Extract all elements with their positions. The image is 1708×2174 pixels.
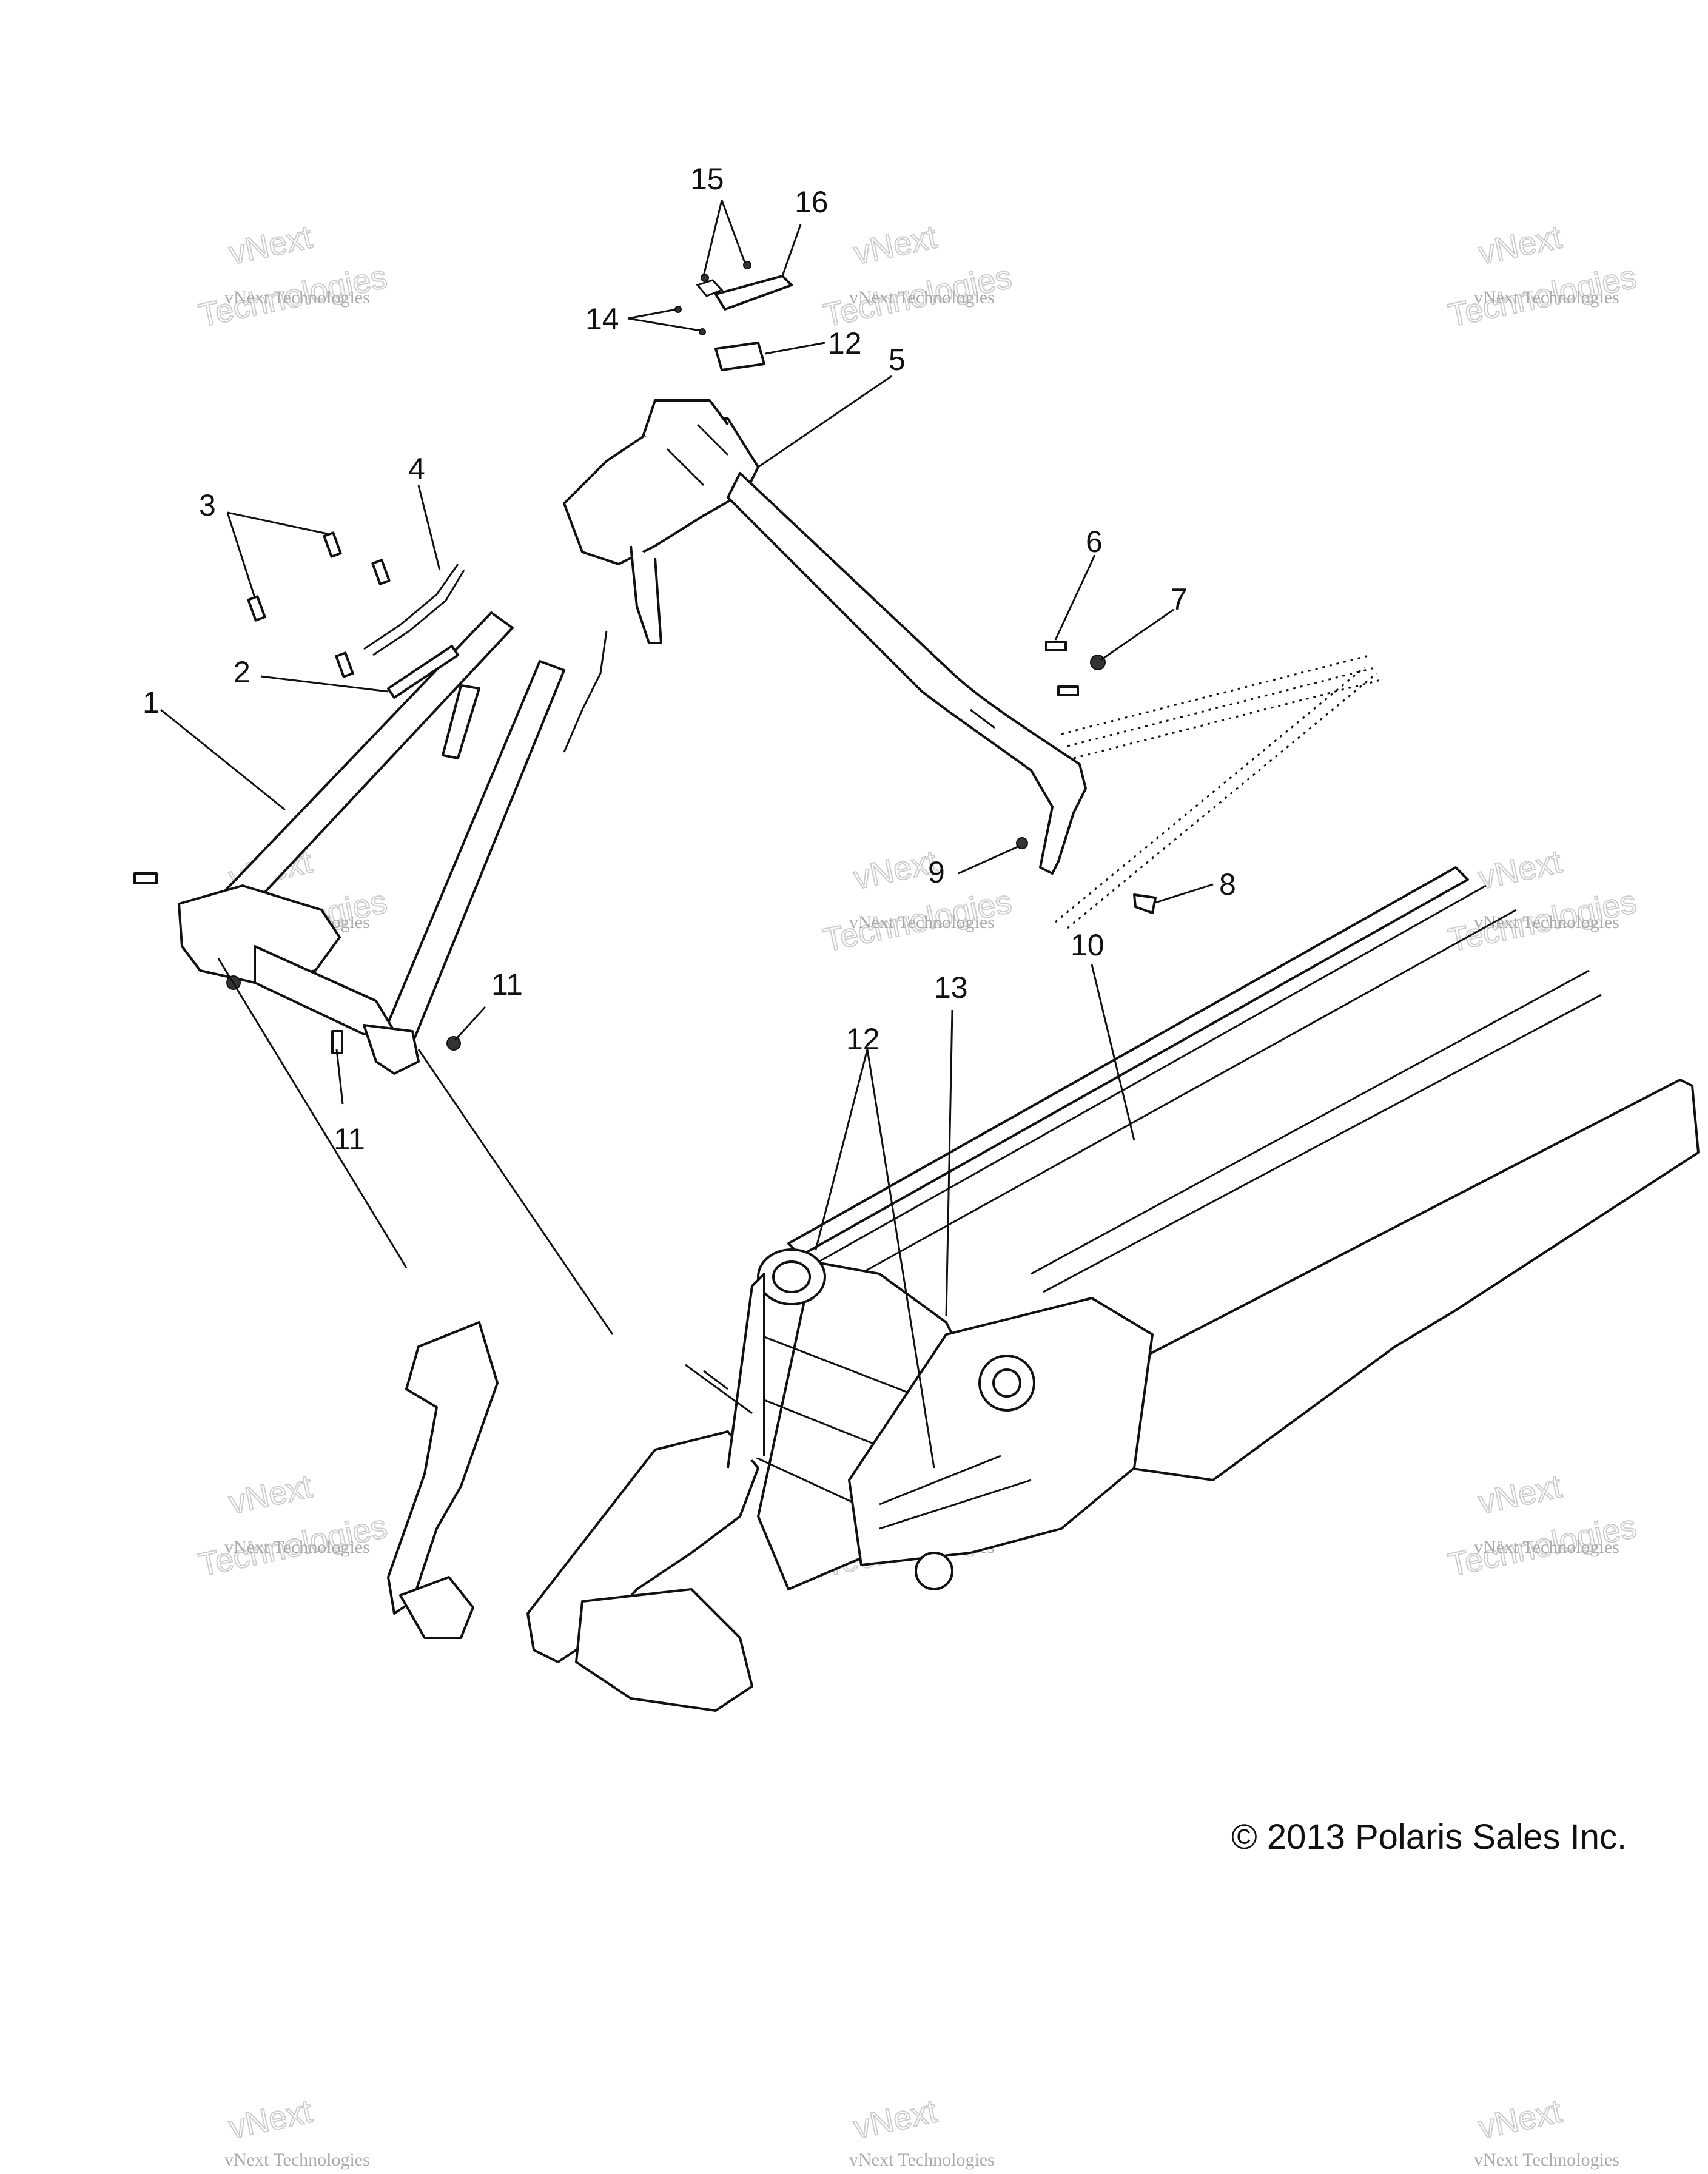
callout-11: 11 (334, 1122, 365, 1156)
svg-text:vNext Technologies: vNext Technologies (849, 912, 995, 932)
part-7-nut (1090, 655, 1106, 670)
part-5-steering-post (563, 399, 1087, 875)
part-1-steering-arm-assembly (133, 611, 565, 1075)
part-3-bolt (323, 531, 342, 558)
top-bracket-assembly (674, 261, 793, 371)
svg-text:vNext Technologies: vNext Technologies (1474, 288, 1619, 308)
watermark: vNext Technologies vNext Technologies (195, 1467, 391, 1584)
svg-text:vNext Technologies: vNext Technologies (1474, 2150, 1619, 2170)
part-10-tunnel-rails (787, 654, 1700, 1481)
frame-bottom-foot (399, 1576, 474, 1639)
part-6-bolt (1045, 641, 1067, 651)
part-15-screw (701, 274, 709, 282)
harness-and-bolts (247, 531, 608, 753)
svg-text:vNext Technologies: vNext Technologies (224, 2150, 370, 2170)
callout-labels: 15 16 14 12 3 4 5 6 7 2 1 9 8 10 13 11 1… (143, 162, 1236, 1156)
copyright-notice: © 2013 Polaris Sales Inc. (1231, 1817, 1627, 1857)
part-4-harness (563, 630, 608, 753)
part-12-decal (714, 342, 765, 371)
part-3-bolt (335, 651, 354, 678)
callout-11: 11 (491, 968, 523, 1001)
svg-text:vNext Technologies: vNext Technologies (849, 288, 995, 308)
svg-text:vNext Technologies: vNext Technologies (1474, 912, 1619, 932)
watermark: vNext Technologies vNext Technologies (1444, 1467, 1640, 1584)
svg-text:vNext: vNext (1475, 218, 1565, 271)
watermark: vNext vNext Technologies (224, 2092, 370, 2170)
watermark: vNext Technologies vNext Technologies (819, 218, 1015, 334)
part-8-clip (1133, 893, 1157, 914)
watermark: vNext vNext Technologies (849, 2092, 995, 2170)
part-6-bolt (1057, 685, 1079, 696)
svg-text:vNext: vNext (850, 2093, 940, 2145)
watermarks: vNext Technologies vNext Technologies vN… (195, 218, 1640, 2170)
callout-12: 12 (828, 326, 862, 360)
part-9-fastener (1016, 837, 1028, 849)
part-11-nut (446, 1036, 461, 1051)
chassis-frame (387, 1273, 1154, 1712)
svg-text:vNext Technologies: vNext Technologies (224, 288, 370, 308)
part-4-harness (372, 570, 465, 656)
callout-12: 12 (846, 1022, 880, 1056)
part-15-screw (743, 261, 751, 269)
svg-text:vNext: vNext (1475, 2093, 1565, 2145)
svg-text:vNext: vNext (1475, 1468, 1565, 1521)
callout-15: 15 (690, 162, 724, 196)
svg-text:vNext Technologies: vNext Technologies (224, 1537, 370, 1557)
part-14-clip (699, 328, 706, 335)
part-3-bolt (247, 595, 266, 622)
watermark: vNext vNext Technologies (1474, 2092, 1619, 2170)
part-4-harness (363, 564, 459, 650)
callout-8: 8 (1219, 867, 1236, 901)
svg-text:vNext Technologies: vNext Technologies (1474, 1537, 1619, 1557)
callout-10: 10 (1071, 928, 1104, 962)
callout-14: 14 (585, 302, 619, 336)
part-11-bolt (133, 872, 158, 884)
callout-1: 1 (143, 685, 160, 719)
callout-13: 13 (934, 971, 968, 1005)
watermark: vNext Technologies vNext Technologies (195, 218, 391, 334)
svg-text:vNext Technologies: vNext Technologies (849, 2150, 995, 2170)
callout-16: 16 (795, 185, 829, 219)
part-16-bracket (714, 275, 793, 311)
svg-text:vNext: vNext (850, 843, 940, 896)
callout-5: 5 (889, 343, 906, 377)
watermark: vNext Technologies vNext Technologies (1444, 218, 1640, 334)
leader-lines (160, 200, 1214, 1469)
svg-text:vNext: vNext (226, 218, 315, 271)
callout-2: 2 (234, 655, 250, 689)
svg-text:vNext: vNext (850, 218, 940, 271)
fasteners (1016, 641, 1157, 914)
part-16-bracket-tab (696, 279, 724, 297)
callout-9: 9 (928, 855, 945, 889)
watermark: vNext Technologies vNext Technologies (1444, 843, 1640, 959)
callout-4: 4 (408, 452, 425, 486)
svg-text:vNext: vNext (226, 2093, 315, 2145)
callout-6: 6 (1086, 525, 1103, 559)
svg-text:vNext: vNext (1475, 843, 1565, 896)
callout-7: 7 (1171, 582, 1188, 616)
part-2-tube (387, 645, 459, 699)
part-3-bolt (371, 559, 391, 585)
callout-3: 3 (199, 488, 216, 522)
svg-text:vNext: vNext (226, 1468, 315, 1521)
